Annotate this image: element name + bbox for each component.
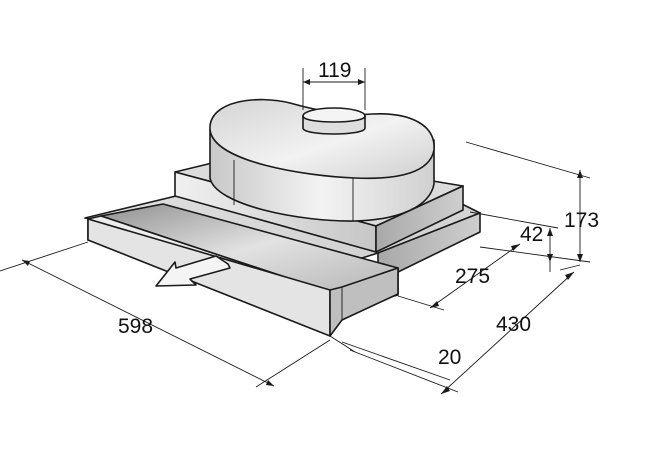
dimension-duct-diameter: 119: [318, 59, 351, 82]
dimension-lines: [0, 68, 591, 395]
pull-out-panel: [87, 203, 399, 337]
motor-dome: [209, 98, 435, 222]
dimension-depth-extended: 275: [455, 265, 490, 288]
dimension-width: 598: [118, 315, 153, 338]
duct-collar-side: [302, 115, 366, 135]
dimension-labels: 119 173 42 275 430 20 598: [118, 59, 599, 369]
dimension-depth: 430: [496, 313, 531, 336]
dimension-total-height: 173: [564, 209, 599, 232]
dimension-front-panel: 20: [438, 346, 461, 369]
dome-top-cap: [209, 98, 435, 180]
dimension-body-height: 42: [520, 223, 543, 246]
pull-out-arrow-icon: [155, 255, 231, 287]
block-right-face: [375, 185, 464, 253]
